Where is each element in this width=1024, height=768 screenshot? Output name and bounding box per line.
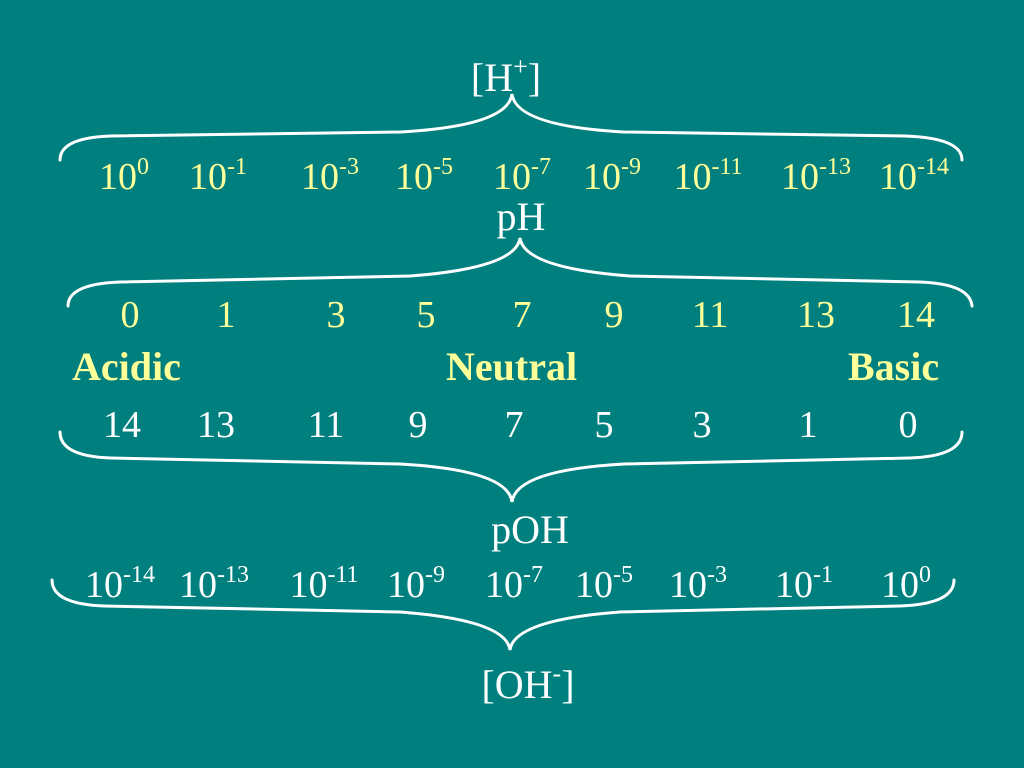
h-plus-value-5: 10-9 [583,154,641,198]
ph-value-7: 13 [797,294,835,336]
poh-value-2: 11 [307,404,345,446]
oh-minus-value-8: 100 [881,562,931,606]
poh-label: pOH [491,507,569,552]
ph-value-3: 5 [416,294,436,336]
oh-minus-value-4: 10-7 [485,562,543,606]
neutral-label: Neutral [446,344,578,389]
ph-value-1: 1 [216,294,236,336]
h-plus-value-4: 10-7 [493,154,551,198]
poh-value-6: 3 [692,404,712,446]
h-plus-value-7: 10-13 [781,154,851,198]
ph-value-8: 14 [897,294,935,336]
basic-label: Basic [848,344,940,389]
h-plus-brace [58,93,964,162]
ph-value-4: 7 [512,294,532,336]
oh-minus-value-6: 10-3 [669,562,727,606]
acidic-label: Acidic [72,344,181,389]
poh-value-4: 7 [504,404,524,446]
ph-value-2: 3 [326,294,346,336]
poh-value-5: 5 [594,404,614,446]
h-plus-value-8: 10-14 [879,154,949,198]
poh-value-8: 0 [898,404,918,446]
oh-minus-value-5: 10-5 [575,562,633,606]
h-plus-value-0: 100 [99,154,149,198]
oh-minus-label: [OH-] [481,659,575,707]
poh-value-7: 1 [798,404,818,446]
oh-minus-value-0: 10-14 [85,562,155,606]
ph-value-5: 9 [604,294,624,336]
poh-value-3: 9 [408,404,428,446]
poh-value-1: 13 [197,404,235,446]
oh-minus-value-2: 10-11 [289,562,359,606]
oh-minus-value-1: 10-13 [179,562,249,606]
h-plus-value-6: 10-11 [673,154,743,198]
ph-label: pH [496,194,546,239]
ph-value-0: 0 [120,294,140,336]
h-plus-value-1: 10-1 [189,154,247,198]
h-plus-label: [H+] [470,52,542,100]
poh-brace [58,430,964,503]
oh-minus-brace [50,578,956,651]
h-plus-value-2: 10-3 [301,154,359,198]
ph-brace [66,237,974,308]
oh-minus-value-7: 10-1 [775,562,833,606]
ph-value-6: 11 [691,294,729,336]
poh-value-0: 14 [103,404,141,446]
oh-minus-value-3: 10-9 [387,562,445,606]
h-plus-value-3: 10-5 [395,154,453,198]
